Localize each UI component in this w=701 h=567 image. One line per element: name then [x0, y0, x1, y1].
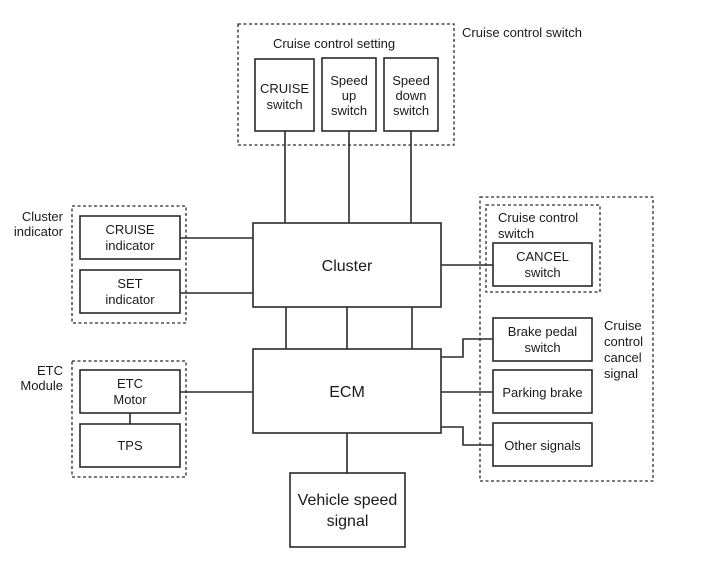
wire-brake-pedal-to-ecm [441, 338, 493, 358]
group-cruise-control-switch-top: Cruise control switch Cruise control set… [237, 23, 582, 146]
svg-text:indicator: indicator [105, 238, 155, 253]
svg-text:indicator: indicator [14, 224, 64, 239]
node-cruise-indicator: CRUISE indicator [79, 215, 181, 260]
svg-text:Parking brake: Parking brake [502, 385, 582, 400]
node-cluster: Cluster [252, 222, 442, 308]
svg-text:Motor: Motor [113, 392, 147, 407]
svg-text:switch: switch [498, 226, 534, 241]
node-brake-pedal-switch: Brake pedal switch [492, 317, 593, 362]
svg-text:switch: switch [393, 103, 429, 118]
group-border [71, 360, 187, 478]
node-ecm: ECM [252, 348, 442, 434]
node-set-indicator: SET indicator [79, 269, 181, 314]
group-border [485, 204, 601, 293]
group-label: Cruise control switch [462, 25, 582, 40]
svg-text:CANCEL: CANCEL [516, 249, 569, 264]
svg-text:switch: switch [331, 103, 367, 118]
svg-text:ETC: ETC [117, 376, 143, 391]
node-speed-up-switch: Speed up switch [321, 57, 377, 132]
group-etc-module: ETC Module ETC Motor TPS [20, 360, 187, 478]
node-tps: TPS [79, 423, 181, 468]
svg-text:CRUISE: CRUISE [105, 222, 154, 237]
svg-text:signal: signal [327, 513, 369, 530]
group-border [71, 205, 187, 324]
svg-text:ETC: ETC [37, 363, 63, 378]
svg-text:SET: SET [117, 276, 142, 291]
group-sublabel: Cruise control setting [273, 36, 395, 51]
svg-text:TPS: TPS [117, 438, 143, 453]
svg-text:Module: Module [20, 378, 63, 393]
node-other-signals: Other signals [492, 422, 593, 467]
group-cluster-indicator: Cluster indicator CRUISE indicator SET i… [14, 205, 187, 324]
node-etc-motor: ETC Motor [79, 369, 181, 414]
svg-text:indicator: indicator [105, 292, 155, 307]
svg-text:Brake pedal: Brake pedal [508, 324, 577, 339]
svg-text:Cruise: Cruise [604, 318, 642, 333]
group-border [479, 196, 654, 482]
connectors [129, 131, 493, 473]
group-border [237, 23, 455, 146]
svg-text:Cruise control: Cruise control [498, 210, 578, 225]
svg-text:switch: switch [524, 340, 560, 355]
group-cruise-control-switch-right: Cruise control switch CANCEL switch [485, 204, 601, 293]
svg-text:down: down [395, 88, 426, 103]
group-cruise-control-cancel-signal: Cruise control cancel signal Cruise cont… [479, 196, 654, 482]
node-vehicle-speed-signal: Vehicle speed signal [289, 472, 406, 548]
svg-text:Cluster: Cluster [322, 258, 373, 275]
svg-text:switch: switch [266, 97, 302, 112]
svg-text:Vehicle speed: Vehicle speed [298, 492, 398, 509]
svg-text:switch: switch [524, 265, 560, 280]
svg-text:CRUISE: CRUISE [260, 81, 309, 96]
svg-text:Speed: Speed [392, 73, 430, 88]
node-cruise-switch: CRUISE switch [254, 58, 315, 132]
node-speed-down-switch: Speed down switch [383, 57, 439, 132]
svg-text:cancel: cancel [604, 350, 642, 365]
wire-other-signals-to-ecm [441, 426, 493, 446]
svg-text:Other signals: Other signals [504, 438, 581, 453]
node-cancel-switch: CANCEL switch [492, 242, 593, 287]
node-parking-brake: Parking brake [492, 369, 593, 414]
svg-text:ECM: ECM [329, 384, 365, 401]
svg-text:control: control [604, 334, 643, 349]
svg-text:Cluster: Cluster [22, 209, 64, 224]
svg-text:Speed: Speed [330, 73, 368, 88]
svg-text:up: up [342, 88, 356, 103]
svg-text:signal: signal [604, 366, 638, 381]
